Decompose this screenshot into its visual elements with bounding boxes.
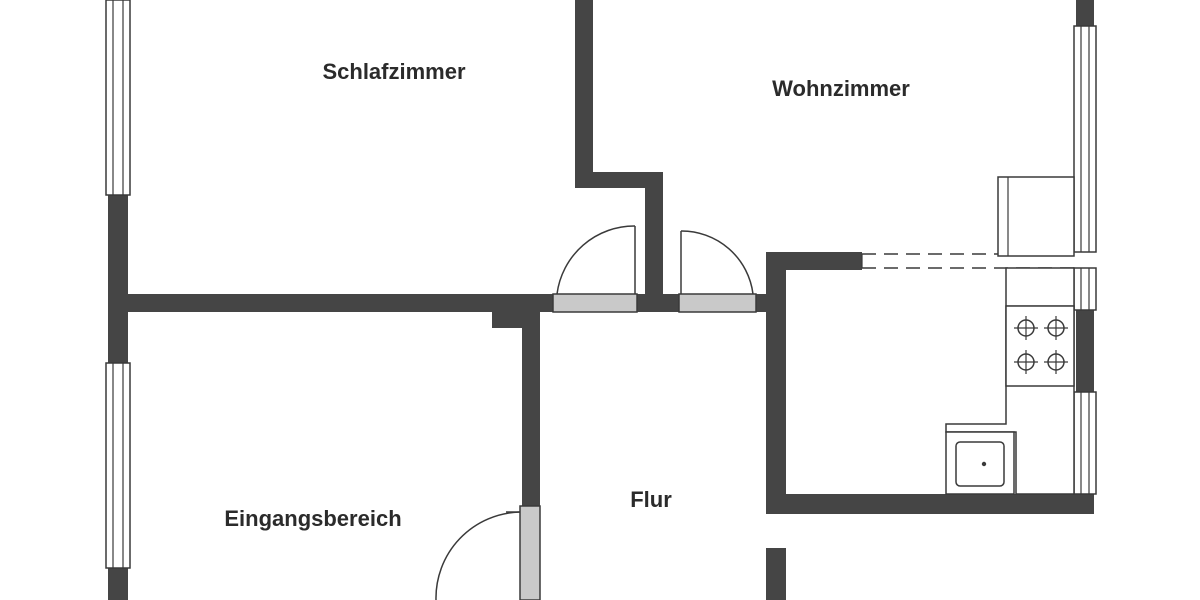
- bedroom-bottom-wall: [108, 294, 553, 312]
- room-label-eingangsbereich: Eingangsbereich: [224, 506, 401, 531]
- fridge: [997, 176, 1075, 257]
- flur-right-wall-upper: [766, 252, 786, 514]
- flur-right-wall-lower: [766, 548, 786, 600]
- room-label-schlafzimmer: Schlafzimmer: [322, 59, 465, 84]
- windows: [105, 0, 1097, 569]
- right-exterior-wall-low: [1076, 494, 1094, 514]
- partition-wall-upper: [575, 0, 593, 188]
- door-entrance: [435, 505, 541, 600]
- sink-icon: [945, 431, 1015, 495]
- room-label-flur: Flur: [630, 487, 672, 512]
- left-exterior-wall-bottom: [108, 568, 128, 600]
- door-livingroom: [678, 230, 757, 313]
- right-exterior-wall-top: [1076, 0, 1094, 26]
- window-kitchen-small: [1073, 267, 1097, 311]
- flur-top-wall-mid: [637, 294, 679, 312]
- window-kitchen-right: [1073, 391, 1097, 495]
- partition-wall-jog: [575, 172, 663, 188]
- kitchen-bottom-wall: [766, 494, 1094, 514]
- room-labels: Schlafzimmer Wohnzimmer Eingangsbereich …: [224, 59, 910, 531]
- partition-wall-lower: [645, 172, 663, 312]
- room-label-wohnzimmer: Wohnzimmer: [772, 76, 910, 101]
- door-bedroom: [552, 225, 638, 313]
- left-exterior-wall-mid: [108, 195, 128, 363]
- walls: [108, 0, 1094, 600]
- stove-icon: [1005, 305, 1075, 387]
- kitchen-top-wall: [766, 252, 862, 270]
- window-bedroom-left: [105, 0, 131, 196]
- entrance-flur-wall: [522, 294, 540, 506]
- window-entrance-left: [105, 362, 131, 569]
- kitchen-fixtures: [945, 176, 1075, 495]
- window-livingroom-right: [1073, 25, 1097, 253]
- doors: [435, 225, 757, 600]
